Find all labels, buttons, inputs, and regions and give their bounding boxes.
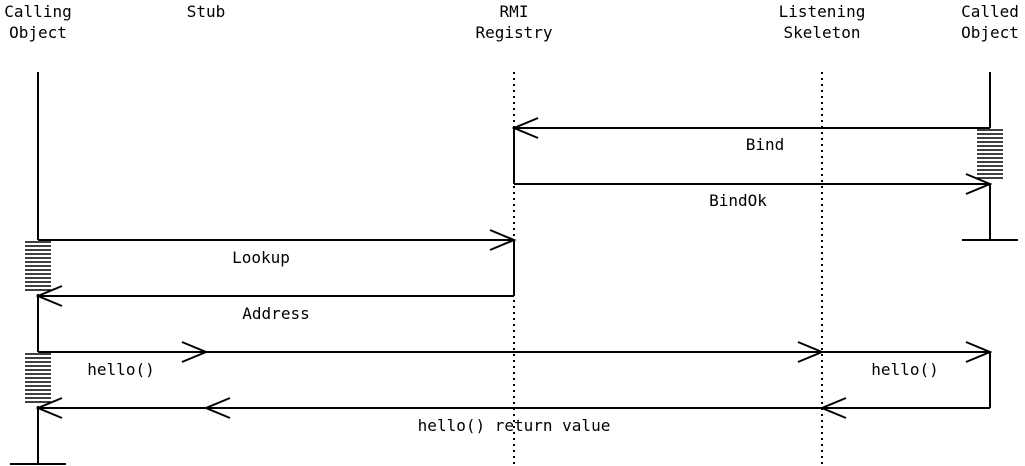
message-return-arrowhead-skeleton bbox=[819, 397, 847, 419]
activation-called-bind bbox=[977, 129, 1003, 179]
participant-skeleton-line1: Listening bbox=[779, 2, 866, 21]
message-return-arrowhead-calling bbox=[35, 397, 63, 419]
participant-stub: Stub bbox=[187, 2, 226, 21]
message-return-arrowhead-stub bbox=[203, 397, 231, 419]
message-hello-arrowhead-skeleton bbox=[797, 341, 825, 363]
message-bindok-label: BindOk bbox=[709, 191, 767, 210]
message-bind-label: Bind bbox=[746, 135, 785, 154]
participant-skeleton-line2: Skeleton bbox=[783, 23, 860, 42]
participant-calling-line1: Calling bbox=[4, 2, 71, 21]
activation-calling-hello bbox=[25, 353, 51, 403]
message-address-arrowhead bbox=[35, 285, 63, 307]
participant-registry-line2: Registry bbox=[475, 23, 552, 42]
message-hello-arrowhead-stub bbox=[181, 341, 209, 363]
message-hello-label-left: hello() bbox=[87, 360, 154, 379]
participant-called-line2: Object bbox=[961, 23, 1019, 42]
activation-calling-lookup bbox=[25, 241, 51, 291]
message-bindok-arrowhead bbox=[965, 173, 993, 195]
participant-registry-line1: RMI bbox=[500, 2, 529, 21]
message-lookup-label: Lookup bbox=[232, 248, 290, 267]
message-return-label: hello() return value bbox=[418, 416, 611, 435]
message-hello-label-right: hello() bbox=[871, 360, 938, 379]
participant-calling-line2: Object bbox=[9, 23, 67, 42]
participant-called-line1: Called bbox=[961, 2, 1019, 21]
message-hello-arrowhead-called bbox=[965, 341, 993, 363]
message-address-label: Address bbox=[242, 304, 309, 323]
